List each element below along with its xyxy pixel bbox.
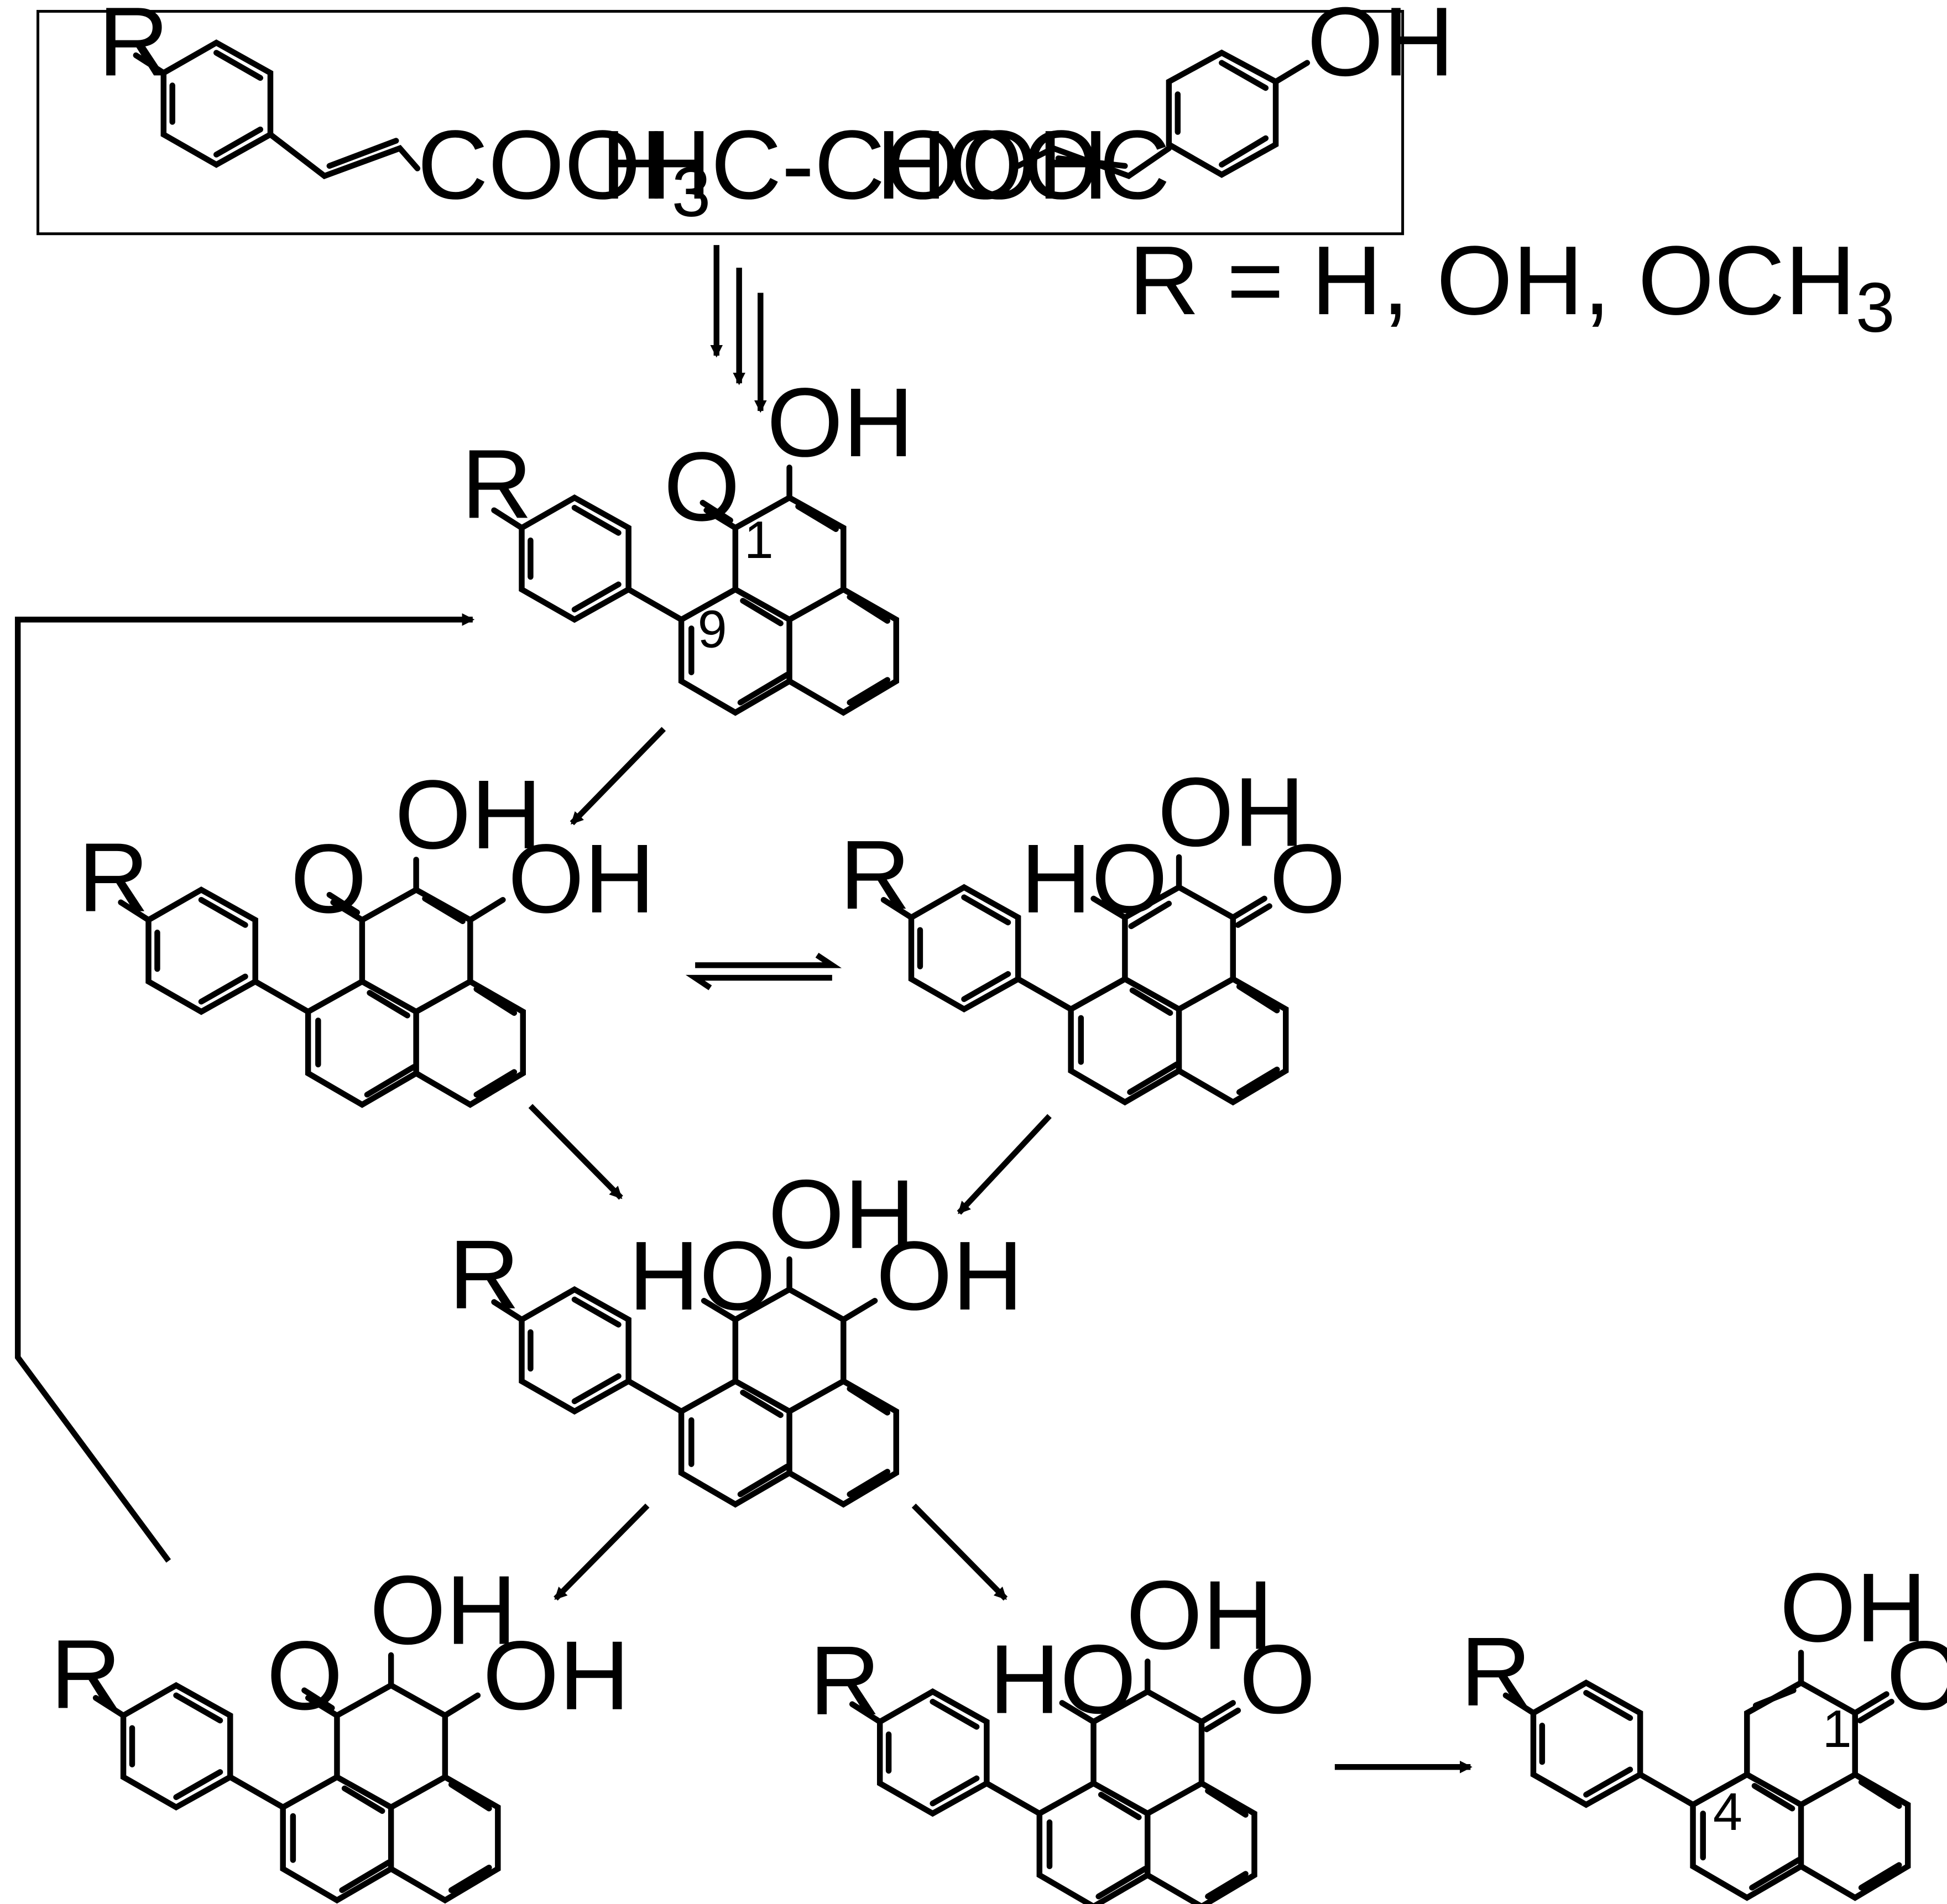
- coumaric-acid: HOOC OH: [876, 0, 1454, 220]
- reaction-arrow-left-reduction: [528, 1104, 623, 1200]
- r-label: R: [461, 429, 532, 539]
- compound-hydroxyphenalenone-9-aryl: R O OH 1 9: [461, 368, 914, 716]
- carbonyl-o-label: O: [664, 432, 740, 541]
- atom-number-9: 9: [698, 600, 727, 659]
- r-label: R: [839, 820, 910, 930]
- compound-dihydroxy-ketone-bottom-middle: R HO OH O: [810, 1561, 1316, 1904]
- reaction-arrow-right-reduction: [957, 1114, 1052, 1215]
- oh-label-top: OH: [1126, 1561, 1273, 1670]
- reaction-arrow-oxidation-right: [911, 1503, 1008, 1601]
- compound-dihydroxy-ketone-bottom-left: R O OH OH: [50, 1556, 630, 1904]
- carbonyl-o-label: O: [267, 1621, 343, 1730]
- r-label: R: [78, 823, 149, 932]
- r-label: R: [1460, 1617, 1531, 1726]
- oh-label-right: OH: [876, 1221, 1023, 1331]
- tautomer-equilibrium-arrows: [685, 952, 842, 990]
- cinnamic-acid: R COOH: [98, 0, 712, 220]
- oh-label-top: OH: [1157, 757, 1304, 867]
- r-label: R: [50, 1619, 121, 1729]
- compound-dihydroxyphenalenone-right: R HO OH O: [839, 757, 1346, 1106]
- r-label: R: [810, 1626, 880, 1735]
- oh-label: OH: [1779, 1553, 1927, 1662]
- oh-label-top: OH: [768, 1160, 915, 1269]
- ho-label: HO: [989, 1625, 1136, 1734]
- reaction-arrow-hydroxylation: [570, 727, 666, 826]
- oh-label-top: OH: [370, 1556, 517, 1665]
- coumaric-oh-label: OH: [1307, 0, 1454, 96]
- multistep-arrow: [710, 245, 767, 413]
- recycling-arrow: [14, 613, 475, 1563]
- compound-dihydroxyphenalenone-left: R O OH OH: [78, 760, 655, 1108]
- carbonyl-o-label: O: [1239, 1625, 1316, 1734]
- ho-label: HO: [1021, 824, 1168, 933]
- carbonyl-o-label: O: [1270, 824, 1346, 933]
- carbonyl-o-label: O: [290, 824, 367, 933]
- atom-number-1: 1: [1823, 1700, 1852, 1759]
- oh-label: OH: [767, 368, 914, 477]
- atom-number-4: 4: [1713, 1783, 1742, 1842]
- reaction-arrow-oxidation-left: [554, 1503, 650, 1601]
- cinnamic-r-label: R: [98, 0, 169, 96]
- compound-hydroxyphenalenone-4-aryl: R OH O 1 4: [1460, 1553, 1947, 1901]
- acetic-acid-label: H3C-COOH: [601, 110, 1109, 231]
- cinnamic-acid-cooh-label: COOH: [417, 110, 712, 220]
- r-label: R: [449, 1220, 520, 1329]
- oh-label-right: OH: [483, 1621, 630, 1730]
- oh-label-top: OH: [395, 760, 542, 869]
- ho-label: HO: [629, 1221, 776, 1331]
- compound-triol: R HO OH OH: [449, 1160, 1023, 1508]
- carbonyl-o-label: O: [1887, 1621, 1947, 1730]
- precursor-box: R COOH H3C-COOH HOOC OH: [36, 0, 1454, 236]
- atom-number-1: 1: [744, 511, 774, 570]
- acetic-acid: H3C-COOH: [601, 110, 1109, 231]
- r-substituent-note: R = H, OH, OCH3: [1129, 226, 1895, 347]
- oh-label-right: OH: [508, 824, 655, 933]
